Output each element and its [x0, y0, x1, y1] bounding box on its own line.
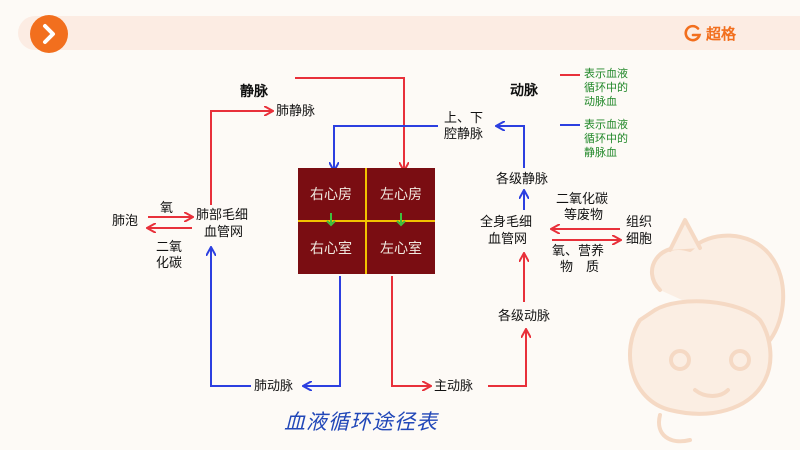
valve-arrow-right-icon	[326, 213, 336, 227]
aorta-to-arteries-line	[488, 330, 526, 387]
label-jingmai: 静脉	[240, 84, 268, 100]
label-aorta: 主动脉	[434, 379, 474, 394]
label-pulmonary-vein: 肺静脉	[276, 104, 316, 119]
left-ventricle-label: 左心室	[380, 241, 422, 257]
label-pulmonary-artery: 肺动脉	[254, 379, 294, 394]
right-atrium-label: 右心房	[310, 187, 352, 203]
veins-line	[497, 126, 525, 168]
label-dongmai: 动脉	[510, 83, 538, 99]
label-alveoli: 肺泡	[112, 214, 139, 229]
label-arteries: 各级动脉	[498, 309, 551, 324]
label-tissue-cells-1: 组织	[626, 215, 653, 230]
left-ventricle-to-aorta-line	[391, 276, 430, 386]
unicorn-mascot-icon	[628, 218, 786, 444]
valve-arrow-left-icon	[396, 213, 406, 227]
label-upper-lower: 上、下	[444, 111, 484, 126]
right-ventricle-to-pulmonary-artery-line	[304, 276, 341, 386]
valve-line-vertical	[365, 168, 367, 274]
top-bar	[18, 16, 800, 50]
label-co2-waste-2: 等废物	[564, 208, 604, 223]
label-body-capillary-2: 血管网	[488, 232, 528, 247]
label-co2-2: 化碳	[156, 256, 183, 271]
label-oxygen: 氧	[160, 201, 174, 216]
label-lung-capillary-1: 肺部毛细	[196, 208, 249, 223]
g-logo-icon	[684, 24, 702, 42]
label-oxygen-nutrients-2: 物 质	[560, 260, 600, 275]
heart-chambers: 右心房 左心房 右心室 左心室	[298, 168, 435, 274]
pulmonary-vein-line-2	[295, 77, 404, 170]
legend-venous-text: 表示血液循环中的静脉血	[584, 118, 628, 159]
label-lung-capillary-2: 血管网	[204, 225, 244, 240]
brand-name: 超格	[706, 24, 737, 43]
pulmonary-vein-line-1	[210, 111, 272, 205]
legend-arterial-text: 表示血液循环中的动脉血	[584, 67, 628, 108]
label-co2-1: 二氧	[156, 240, 183, 255]
diagram-title: 血液循环途径表	[284, 410, 438, 434]
chevron-right-icon	[43, 24, 55, 44]
label-vena-cava: 腔静脉	[444, 127, 484, 142]
label-co2-waste-1: 二氧化碳	[556, 192, 609, 207]
right-ventricle-label: 右心室	[310, 241, 352, 257]
label-veins: 各级静脉	[496, 172, 549, 187]
brand-logo: 超格	[684, 22, 736, 44]
label-tissue-cells-2: 细胞	[626, 232, 653, 247]
label-oxygen-nutrients-1: 氧、营养	[552, 244, 605, 259]
label-body-capillary-1: 全身毛细	[480, 215, 533, 230]
left-atrium-label: 左心房	[380, 187, 422, 203]
next-button[interactable]	[30, 15, 68, 53]
pulmonary-artery-to-lungs-line	[211, 248, 251, 387]
vena-cava-line	[334, 125, 438, 170]
